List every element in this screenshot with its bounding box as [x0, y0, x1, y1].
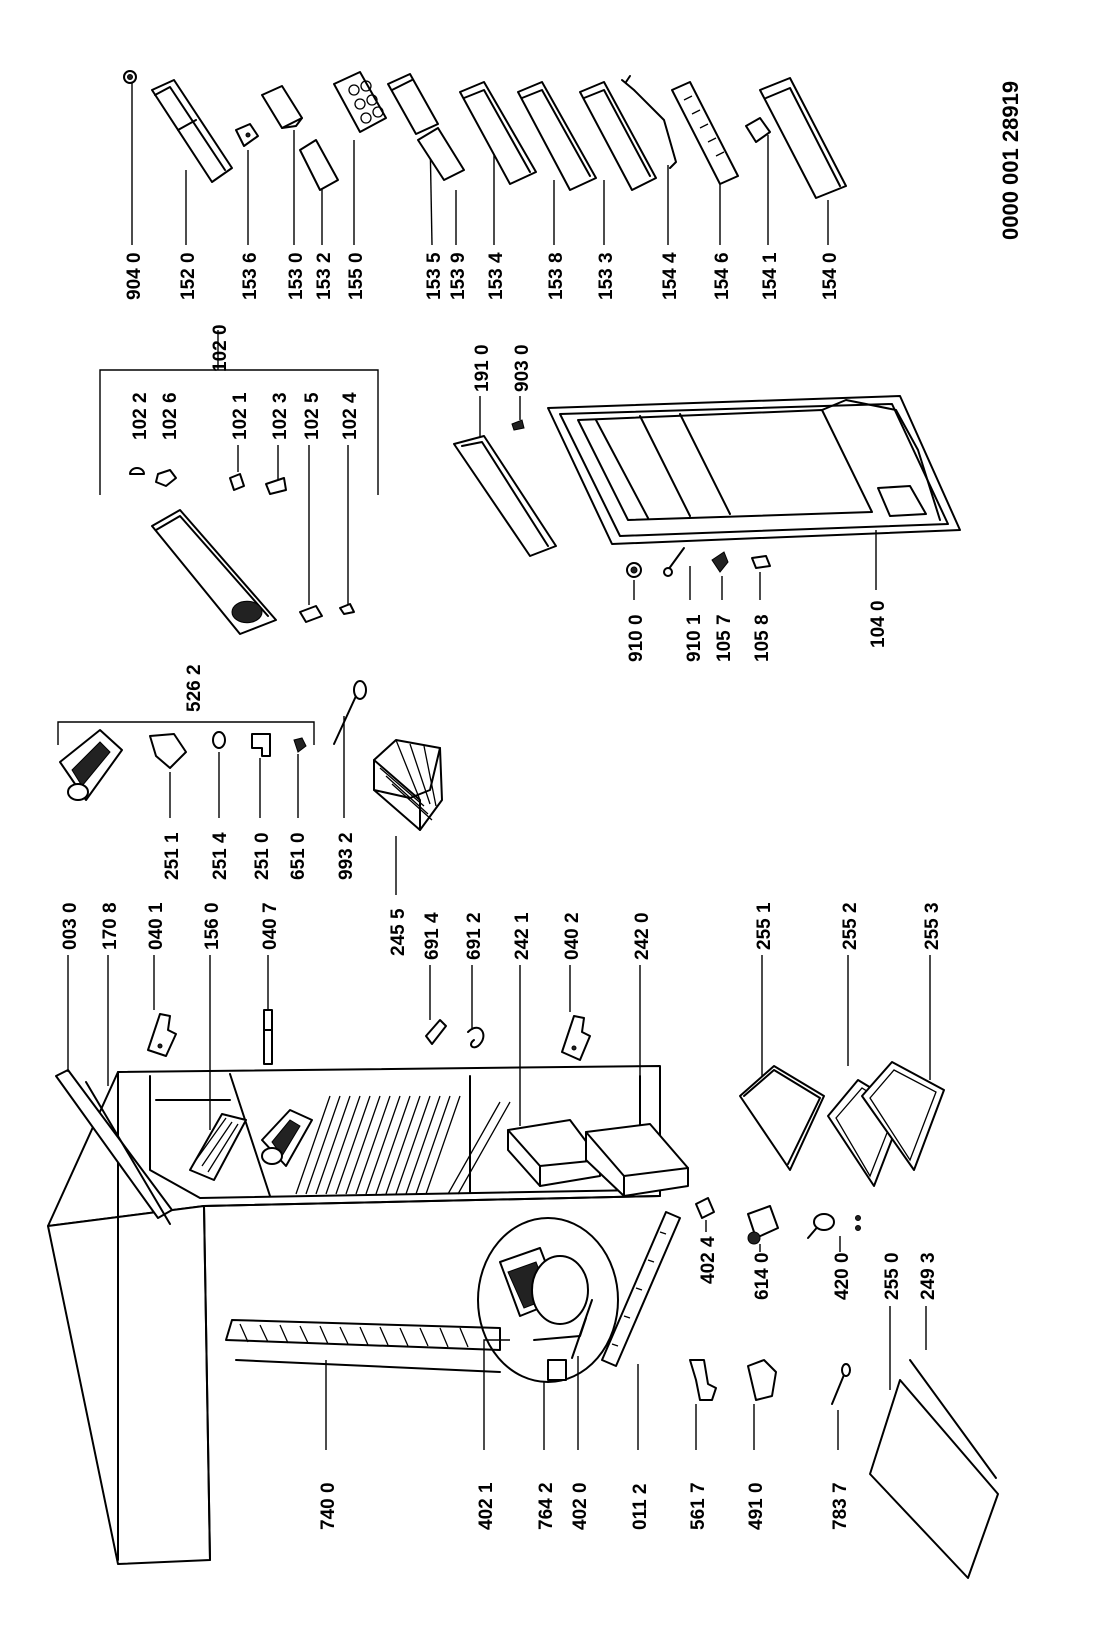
label-105-8: 105 8: [752, 614, 773, 662]
part-153-0-egg-holder-cover: [261, 85, 303, 129]
label-153-2: 153 2: [314, 252, 335, 300]
label-154-1: 154 1: [760, 252, 781, 300]
part-153-8-door-shelf: [517, 81, 597, 191]
label-153-4: 153 4: [486, 252, 507, 300]
label-255-1: 255 1: [754, 902, 775, 950]
part-153-3-door-shelf: [579, 81, 657, 191]
label-102-2: 102 2: [130, 392, 151, 440]
label-993-2: 993 2: [336, 832, 357, 880]
part-154-0-bottle-shelf: [759, 77, 847, 199]
label-102-3: 102 3: [270, 392, 291, 440]
label-402-4: 402 4: [698, 1236, 719, 1284]
label-402-1: 402 1: [476, 1482, 497, 1530]
label-040-7: 040 7: [260, 902, 281, 950]
label-910-1: 910 1: [684, 614, 705, 662]
cabinet-small-parts-upper: [147, 1009, 591, 1065]
label-910-0: 910 0: [626, 614, 647, 662]
label-740-0: 740 0: [318, 1482, 339, 1530]
label-255-2: 255 2: [840, 902, 861, 950]
label-691-4: 691 4: [422, 912, 443, 960]
label-102-0: 102 0: [210, 324, 231, 372]
label-102-5: 102 5: [302, 392, 323, 440]
label-251-0: 251 0: [252, 832, 273, 880]
part-153-6-hinge-clip: [235, 123, 259, 147]
label-003-0: 003 0: [60, 902, 81, 950]
part-155-0-egg-tray: [333, 71, 387, 133]
label-153-0: 153 0: [286, 252, 307, 300]
label-040-1: 040 1: [146, 902, 167, 950]
label-170-8: 170 8: [100, 902, 121, 950]
label-651-0: 651 0: [288, 832, 309, 880]
label-102-4: 102 4: [340, 392, 361, 440]
door-accessory-leaders: [131, 80, 829, 246]
cabinet-leaders-upper: [67, 955, 641, 1130]
group-102-0: 102 0 102 2 102 6 102 1 102 3 102 5 102 …: [99, 324, 379, 635]
label-153-9: 153 9: [448, 252, 469, 300]
label-105-7: 105 7: [714, 614, 735, 662]
cabinet-labels-lower: 740 0 402 1 764 2 402 0 011 2 561 7 491 …: [318, 1482, 851, 1530]
label-691-2: 691 2: [464, 912, 485, 960]
cabinet-labels-upper: 003 0 170 8 040 1 156 0 040 7 691 4 691 …: [60, 902, 653, 960]
label-242-0: 242 0: [632, 912, 653, 960]
label-155-0: 155 0: [346, 252, 367, 300]
door-accessory-labels: 904 0 152 0 153 6 153 0 153 2 155 0 153 …: [124, 252, 841, 300]
label-102-6: 102 6: [160, 392, 181, 440]
label-255-0: 255 0: [882, 1252, 903, 1300]
label-156-0: 156 0: [202, 902, 223, 950]
part-152-0-door-shelf: [151, 79, 233, 183]
label-526-2: 526 2: [184, 664, 205, 712]
label-242-1: 242 1: [512, 912, 533, 960]
part-cabinet: [47, 1065, 689, 1565]
label-153-8: 153 8: [546, 252, 567, 300]
label-249-3: 249 3: [918, 1252, 939, 1300]
part-245-5-wire-basket: [373, 739, 443, 831]
label-561-7: 561 7: [688, 1482, 709, 1530]
cabinet-small-parts-lower: [689, 1359, 851, 1405]
label-614-0: 614 0: [752, 1252, 773, 1300]
glass-shelves: 255 1 255 2 255 3: [739, 902, 945, 1187]
label-420-0: 420 0: [832, 1252, 853, 1300]
label-903-0: 903 0: [512, 344, 533, 392]
label-491-0: 491 0: [746, 1482, 767, 1530]
group-910-105: 910 0 910 1 105 7 105 8: [626, 547, 773, 662]
label-153-3: 153 3: [596, 252, 617, 300]
document-id: 0000 001 28919: [998, 81, 1023, 240]
label-153-5: 153 5: [424, 252, 445, 300]
part-153-9-shelf-small: [417, 127, 465, 181]
part-154-6-bottle-rail: [671, 81, 739, 185]
label-402-0: 402 0: [570, 1482, 591, 1530]
part-154-1-clip: [745, 117, 771, 143]
label-245-5: 245 5: [388, 908, 409, 956]
label-904-0: 904 0: [124, 252, 145, 300]
label-153-6: 153 6: [240, 252, 261, 300]
cabinet-leaders-lower: [325, 1339, 839, 1450]
part-153-4-door-shelf: [459, 81, 537, 185]
part-904-0-plug: [123, 70, 137, 84]
label-251-1: 251 1: [162, 832, 183, 880]
label-764-2: 764 2: [536, 1482, 557, 1530]
part-153-2-cover: [299, 139, 339, 191]
part-154-4-wire-rail: [621, 75, 677, 169]
label-251-4: 251 4: [210, 832, 231, 880]
label-011-2: 011 2: [630, 1484, 651, 1531]
label-040-2: 040 2: [562, 912, 583, 960]
label-102-1: 102 1: [230, 392, 251, 440]
label-104-0: 104 0: [868, 600, 889, 648]
part-153-5-shelf-small: [387, 73, 439, 135]
group-526-2: 526 2 251 1 251 4 251 0 651 0 993 2: [57, 664, 443, 956]
label-154-4: 154 4: [660, 252, 681, 300]
label-154-0: 154 0: [820, 252, 841, 300]
label-255-3: 255 3: [922, 902, 943, 950]
label-154-6: 154 6: [712, 252, 733, 300]
label-152-0: 152 0: [178, 252, 199, 300]
label-783-7: 783 7: [830, 1482, 851, 1530]
label-191-0: 191 0: [472, 344, 493, 392]
group-door-liner: 191 0 903 0 104 0: [453, 344, 961, 648]
lower-right-parts: 402 4 614 0 420 0 255 0 249 3: [695, 1197, 999, 1579]
